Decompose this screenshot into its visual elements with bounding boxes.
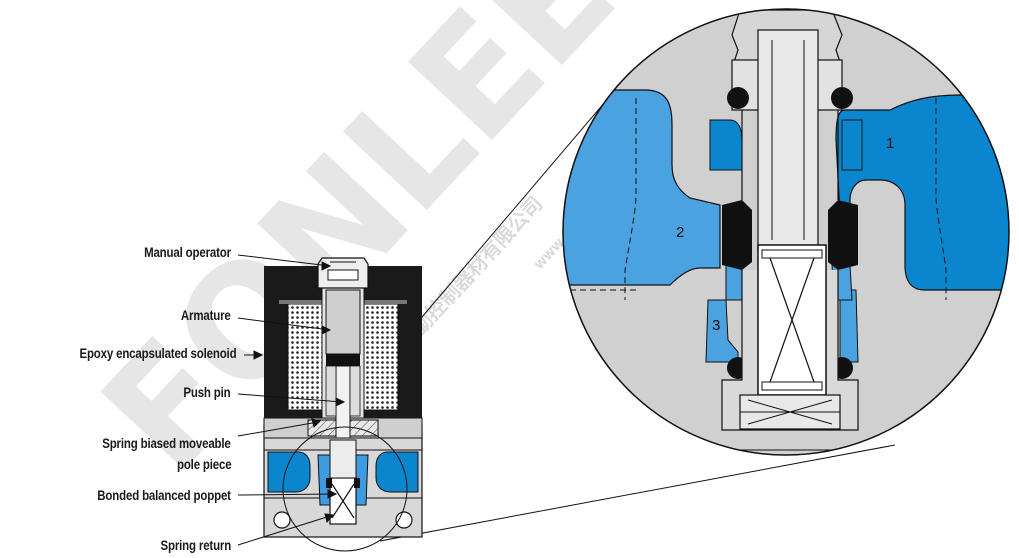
coil-right — [363, 303, 399, 411]
callout-leaders — [237, 254, 346, 546]
o-ring-top-right — [831, 87, 853, 109]
coil-left — [287, 303, 323, 411]
port-2-chamber — [563, 89, 721, 286]
detail-zoom: 1 2 3 — [562, 8, 1010, 456]
label-spring-return: Spring return — [160, 537, 231, 553]
valve-stem — [757, 29, 819, 251]
label-spring-pole-line2: pole piece — [176, 456, 231, 472]
projection-lines — [379, 81, 896, 542]
label-bonded-poppet: Bonded balanced poppet — [97, 487, 231, 503]
label-armature: Armature — [181, 307, 231, 323]
seal-left — [722, 200, 752, 270]
port-1-chamber — [835, 94, 1009, 291]
detail-circle — [282, 426, 408, 552]
port-left-fluid — [267, 451, 311, 493]
port-label-1: 1 — [886, 135, 894, 152]
port-right-fluid — [375, 451, 419, 493]
port-label-3: 3 — [712, 317, 720, 334]
label-spring-pole-line1: Spring biased moveable — [102, 435, 232, 451]
mount-hole-left — [273, 511, 291, 529]
port-label-2: 2 — [676, 224, 684, 241]
detail-zoom-border — [562, 8, 1010, 456]
mount-hole-right — [395, 511, 413, 529]
o-ring-top-left — [727, 87, 749, 109]
label-epoxy-solenoid: Epoxy encapsulated solenoid — [79, 345, 236, 361]
valve-assembly — [263, 257, 423, 552]
seal-right — [828, 200, 858, 270]
armature — [325, 289, 361, 355]
label-push-pin: Push pin — [183, 384, 231, 400]
label-manual-operator: Manual operator — [144, 244, 231, 260]
